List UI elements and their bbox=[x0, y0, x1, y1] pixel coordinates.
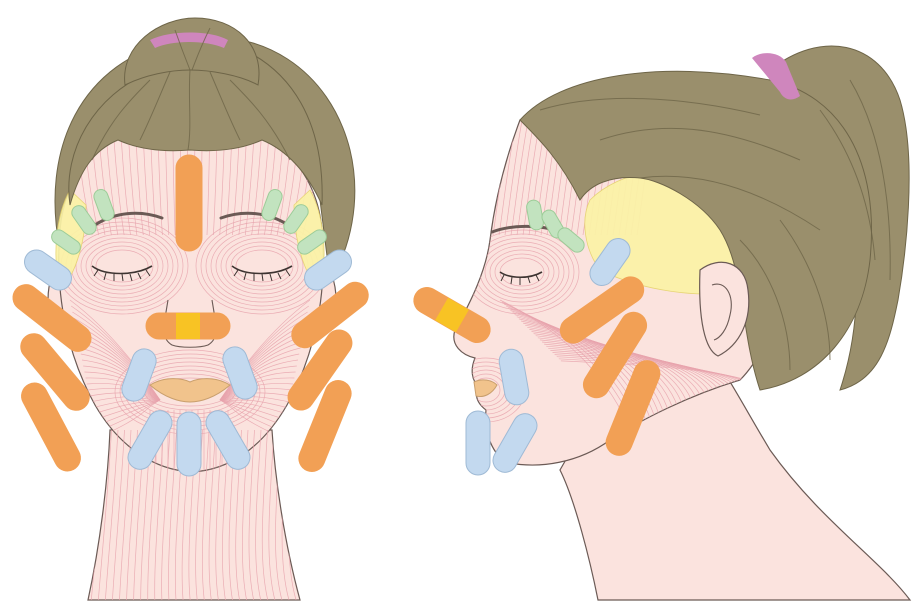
front-nose-orange-tape bbox=[146, 313, 230, 339]
front-view-figure bbox=[8, 18, 374, 603]
side-view-figure bbox=[409, 46, 910, 600]
front-forehead-orange-tape bbox=[176, 155, 202, 251]
side-chin-blue-tape-1 bbox=[466, 411, 490, 475]
front-center-chin-blue-tape bbox=[177, 412, 201, 476]
nose-yellow-center-tape bbox=[176, 313, 200, 339]
